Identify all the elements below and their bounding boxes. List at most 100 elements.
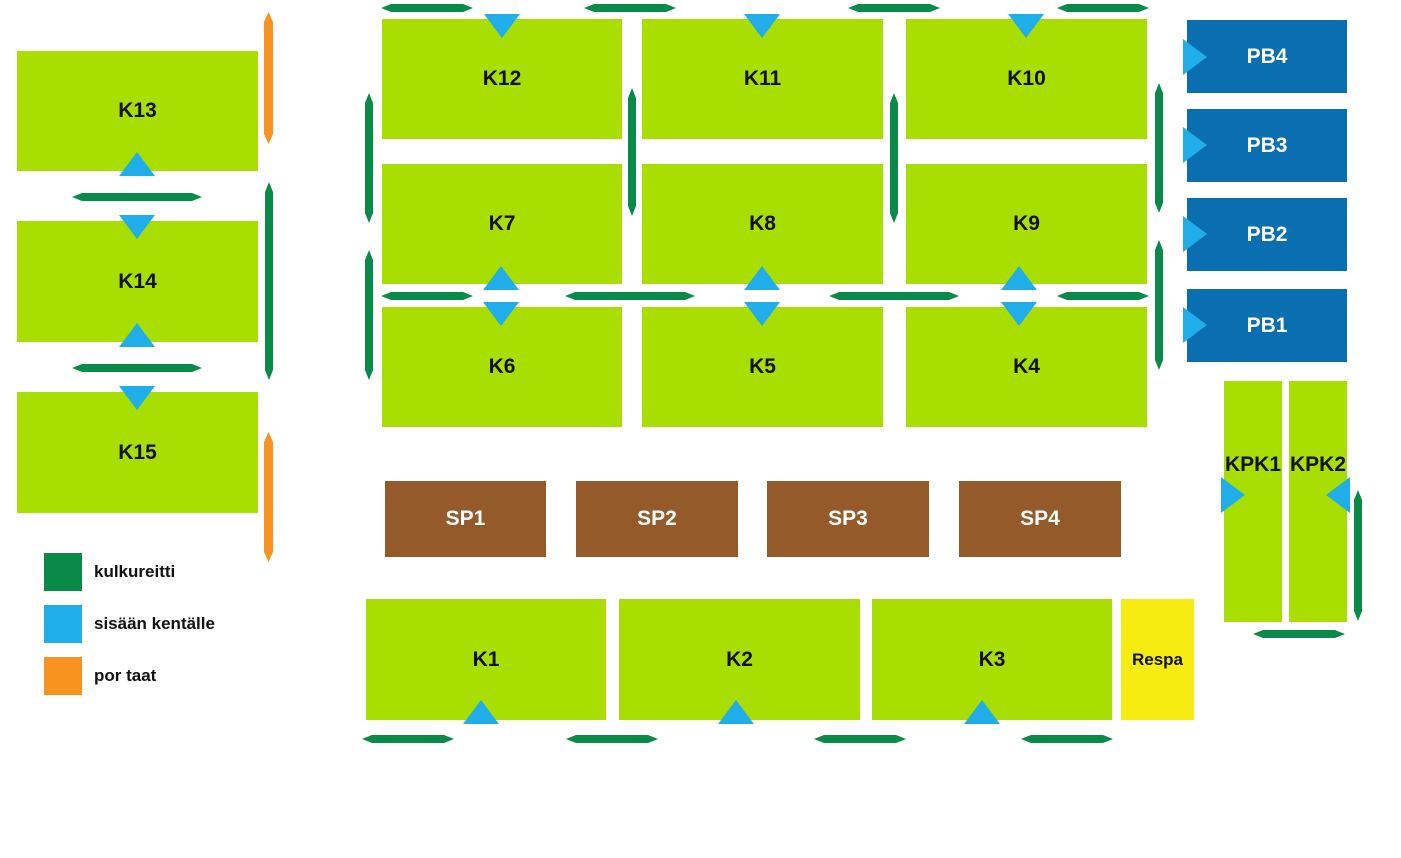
field-k13[interactable]: K13 xyxy=(17,51,258,171)
entrance-marker-icon xyxy=(483,302,519,326)
field-label: K6 xyxy=(488,355,516,378)
zone-sp1[interactable]: SP1 xyxy=(385,481,546,557)
field-k4[interactable]: K4 xyxy=(906,307,1147,427)
walkway xyxy=(72,193,202,201)
field-k3[interactable]: K3 xyxy=(872,599,1112,720)
walkway xyxy=(365,250,373,380)
field-k14[interactable]: K14 xyxy=(17,221,258,342)
entrance-marker-icon xyxy=(1001,266,1037,290)
zone-label: PB4 xyxy=(1246,44,1288,68)
zone-pb4[interactable]: PB4 xyxy=(1187,20,1347,93)
entrance-marker-icon xyxy=(1183,127,1207,163)
walkway xyxy=(1057,4,1149,12)
field-k6[interactable]: K6 xyxy=(382,307,622,427)
field-k15[interactable]: K15 xyxy=(17,392,258,513)
walkway xyxy=(848,4,940,12)
zone-label: SP3 xyxy=(828,507,868,530)
entrance-marker-icon xyxy=(1183,216,1207,252)
field-k8[interactable]: K8 xyxy=(642,164,883,284)
zone-sp4[interactable]: SP4 xyxy=(959,481,1121,557)
walkway xyxy=(365,93,373,223)
entrance-marker-icon xyxy=(119,386,155,410)
zone-sp2[interactable]: SP2 xyxy=(576,481,738,557)
field-k1[interactable]: K1 xyxy=(366,599,606,720)
entrance-marker-icon xyxy=(1008,14,1044,38)
field-label: K2 xyxy=(726,647,753,671)
entrance-marker-icon xyxy=(1001,302,1037,326)
field-label: K9 xyxy=(1013,212,1040,235)
field-label: K11 xyxy=(743,67,782,90)
walkway xyxy=(566,735,658,743)
field-k7[interactable]: K7 xyxy=(382,164,622,284)
zone-label: SP1 xyxy=(445,507,486,530)
field-k10[interactable]: K10 xyxy=(906,19,1147,139)
field-label: K10 xyxy=(1007,67,1046,90)
entrance-marker-icon xyxy=(483,266,519,290)
entrance-marker-icon xyxy=(744,14,780,38)
entrance-marker-icon xyxy=(463,700,499,724)
field-label: K14 xyxy=(118,269,157,293)
legend-entrance: sisään kentälle xyxy=(44,605,215,643)
entrance-marker-icon xyxy=(484,14,520,38)
respa-area[interactable]: Respa xyxy=(1121,599,1194,720)
field-label: K3 xyxy=(978,647,1006,671)
entrance-marker-icon xyxy=(119,152,155,176)
entrance-marker-icon xyxy=(1183,39,1207,75)
gate-swatch xyxy=(44,657,82,695)
field-k5[interactable]: K5 xyxy=(642,307,883,427)
zone-sp3[interactable]: SP3 xyxy=(767,481,929,557)
walkway xyxy=(565,292,695,300)
walkway xyxy=(1057,292,1149,300)
walkway xyxy=(1354,490,1362,621)
legend-gates: por taat xyxy=(44,657,156,695)
zone-label: PB1 xyxy=(1246,313,1288,337)
legend-label: por taat xyxy=(94,666,157,685)
legend-walkway: kulkureitti xyxy=(44,553,175,591)
field-k11[interactable]: K11 xyxy=(642,19,883,139)
field-label: K13 xyxy=(118,99,157,122)
walkway xyxy=(381,292,473,300)
respa-label: Respa xyxy=(1131,649,1184,669)
walkway xyxy=(829,292,959,300)
entrance-swatch xyxy=(44,605,82,643)
entrance-marker-icon xyxy=(1221,477,1245,513)
zone-label: PB2 xyxy=(1246,222,1288,246)
field-k9[interactable]: K9 xyxy=(906,164,1147,284)
walkway xyxy=(1155,240,1163,370)
walkway xyxy=(584,4,676,12)
field-label: KPK1 xyxy=(1224,453,1282,476)
walkway xyxy=(1155,83,1163,213)
field-label: K1 xyxy=(472,647,500,671)
legend-label: sisään kentälle xyxy=(94,614,215,633)
field-label: KPK2 xyxy=(1289,453,1347,476)
zone-pb1[interactable]: PB1 xyxy=(1187,289,1347,362)
entrance-marker-icon xyxy=(1183,307,1207,343)
entrance-marker-icon xyxy=(718,700,754,724)
entrance-marker-icon xyxy=(119,323,155,347)
zone-label: SP2 xyxy=(637,507,677,530)
gate xyxy=(264,12,273,144)
zone-pb3[interactable]: PB3 xyxy=(1187,109,1347,182)
walkway xyxy=(72,364,202,372)
legend-label: kulkureitti xyxy=(94,562,176,581)
walkway xyxy=(890,93,898,223)
field-k2[interactable]: K2 xyxy=(619,599,860,720)
entrance-marker-icon xyxy=(964,700,1000,724)
entrance-marker-icon xyxy=(119,215,155,239)
field-label: K5 xyxy=(749,355,776,378)
walkway xyxy=(814,735,906,743)
field-k12[interactable]: K12 xyxy=(382,19,622,139)
walkway-swatch xyxy=(44,553,82,591)
walkway xyxy=(1253,630,1345,638)
walkway xyxy=(362,735,454,743)
zone-pb2[interactable]: PB2 xyxy=(1187,198,1347,271)
gate xyxy=(264,432,273,562)
walkway xyxy=(1021,735,1113,743)
field-label: K7 xyxy=(488,212,516,235)
field-label: K15 xyxy=(118,440,157,464)
walkway xyxy=(265,182,273,380)
field-label: K8 xyxy=(749,212,776,235)
walkway xyxy=(381,4,473,12)
field-label: K12 xyxy=(482,67,522,90)
zone-label: PB3 xyxy=(1246,133,1288,157)
